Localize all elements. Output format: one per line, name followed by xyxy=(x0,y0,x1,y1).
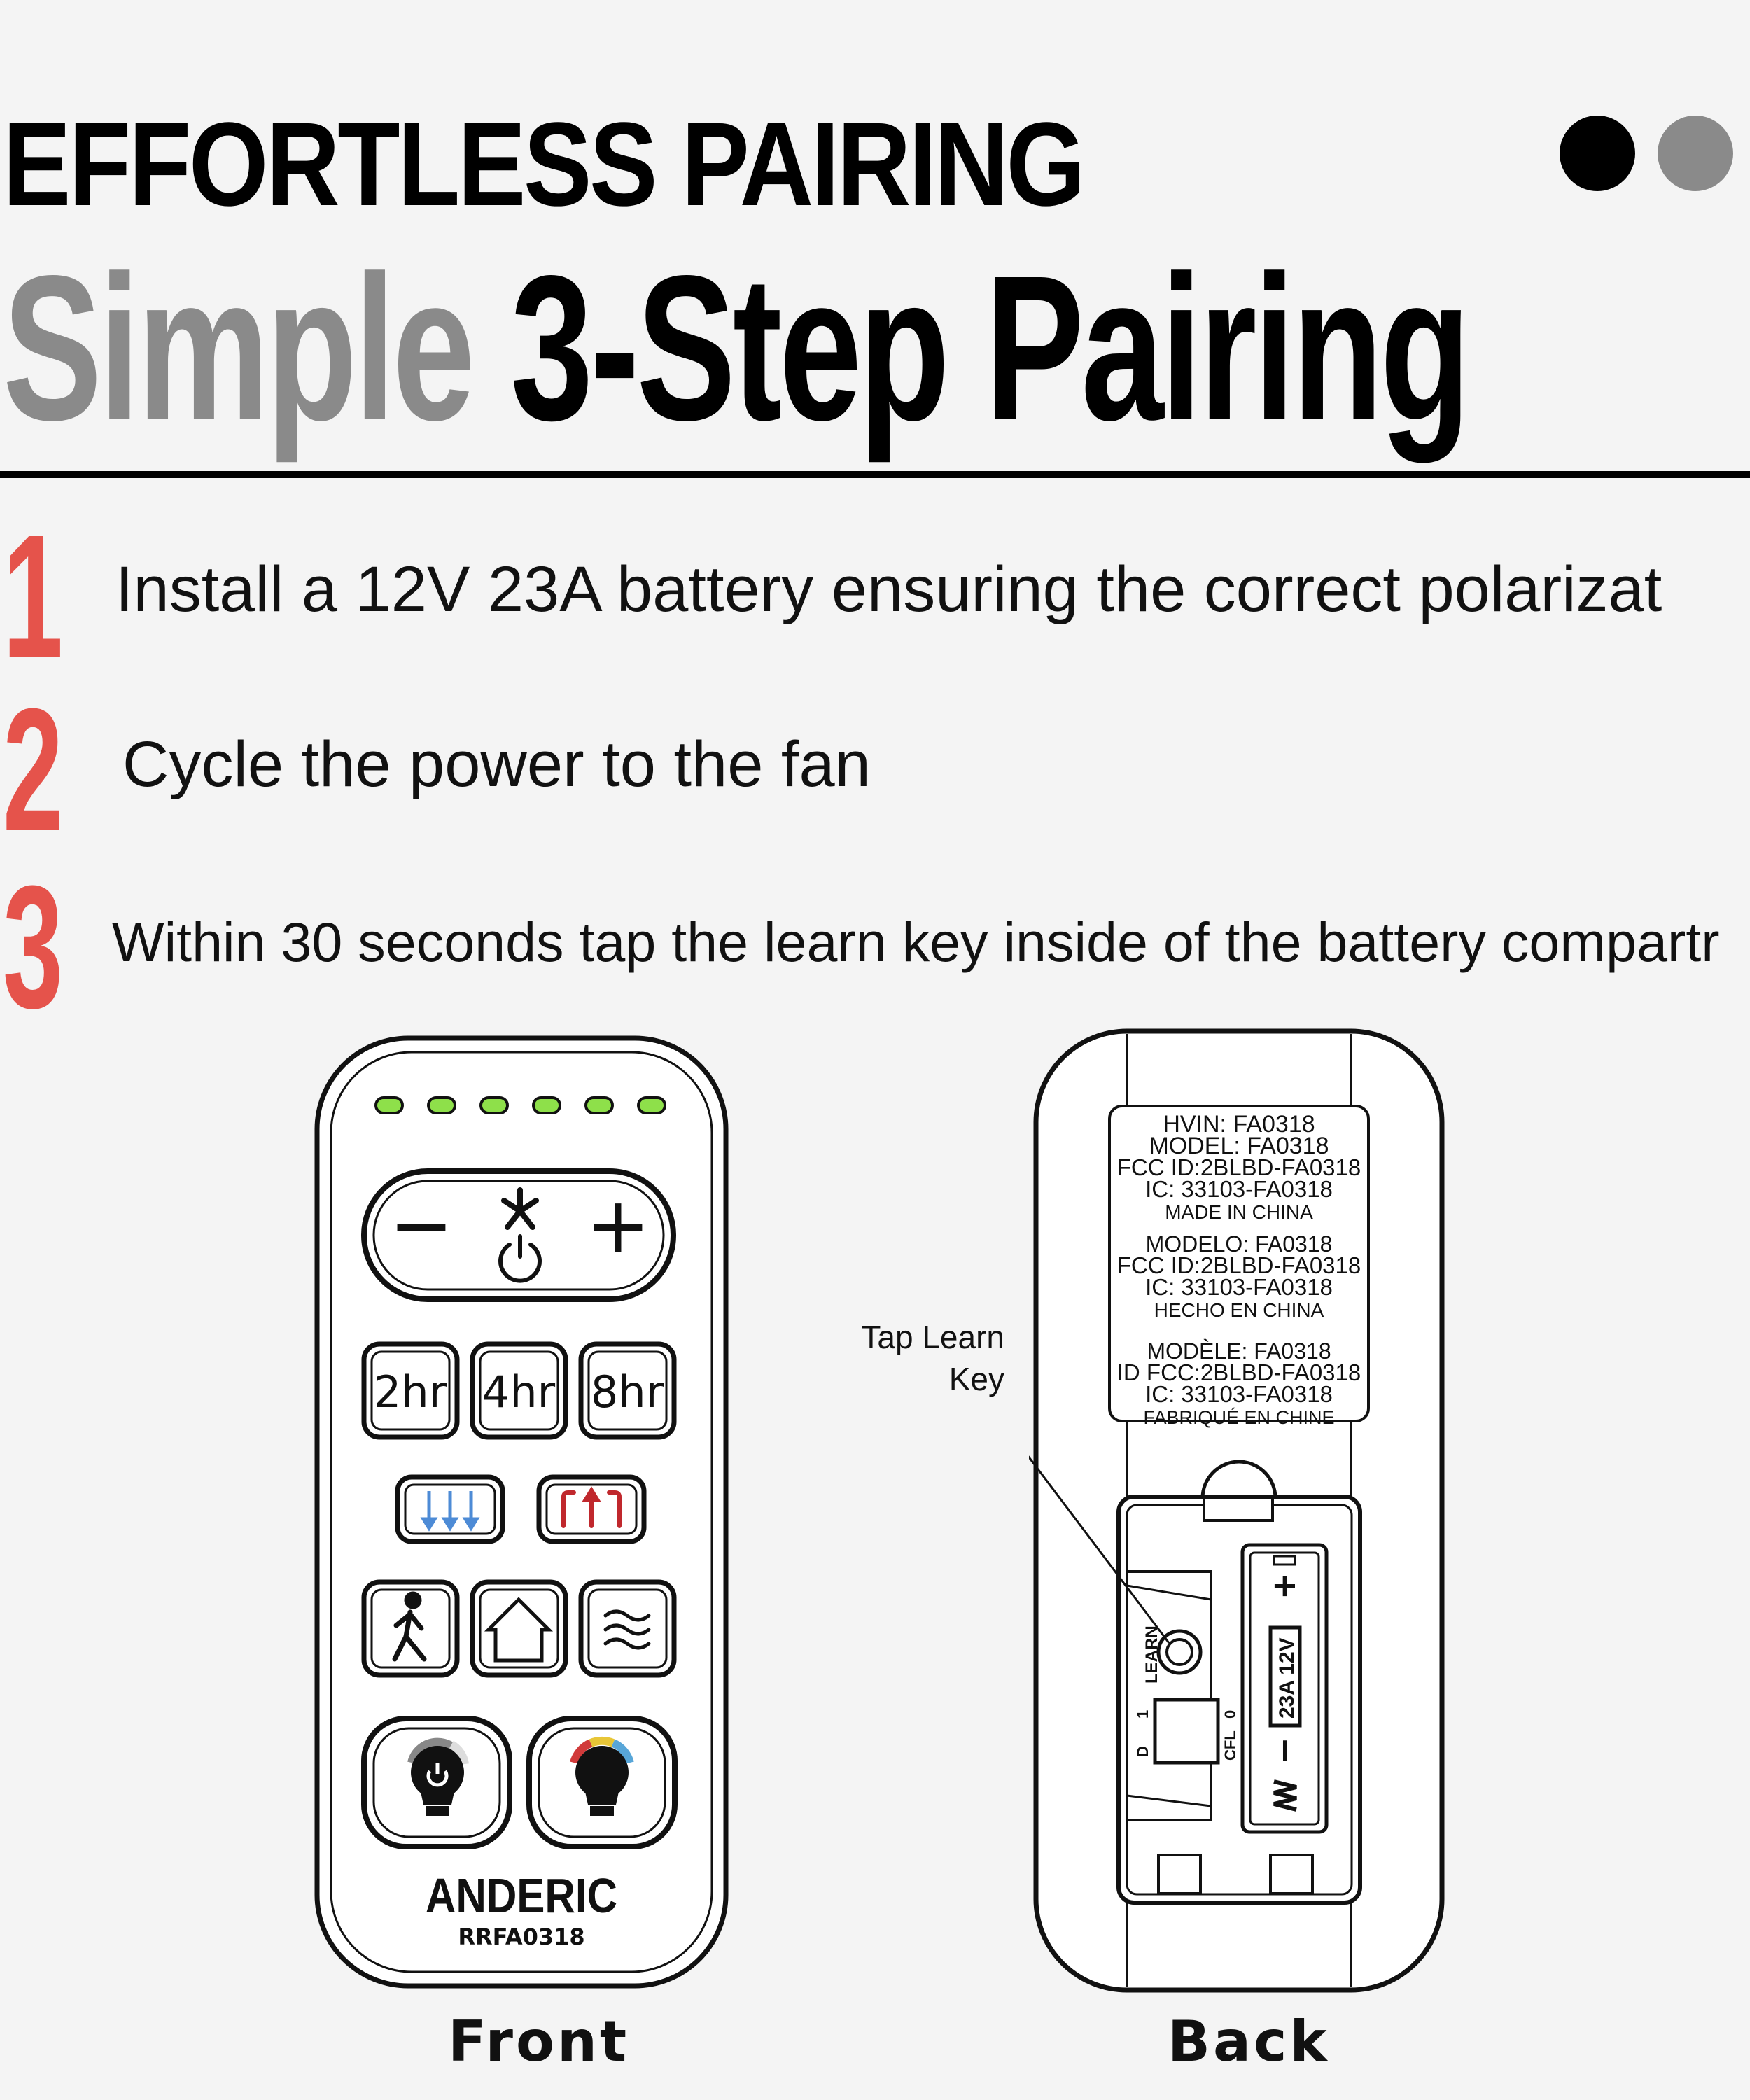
label-ic: IC: 33103-FA0318 xyxy=(1145,1176,1333,1202)
svg-text:0: 0 xyxy=(1222,1710,1239,1718)
led-indicator xyxy=(532,1096,561,1114)
step-3-number: 3 xyxy=(3,849,64,1044)
model-number: RRFA0318 xyxy=(458,1924,584,1950)
tap-learn-callout: Tap Learn Key xyxy=(861,1319,1004,1397)
step-1-number: 1 xyxy=(3,498,64,694)
updraft-button[interactable] xyxy=(536,1474,647,1544)
light-color-icon xyxy=(570,1736,634,1816)
page-title: Simple 3-Step Pairing xyxy=(3,245,1471,451)
front-caption: Front xyxy=(448,2009,630,2074)
home-icon xyxy=(484,1597,554,1662)
svg-text:+: + xyxy=(1265,1572,1303,1600)
light-color-button[interactable] xyxy=(526,1716,678,1849)
label-fcc: FCC ID:2BLBD-FA0318 xyxy=(1117,1154,1361,1180)
led-indicator xyxy=(374,1096,404,1114)
headline-gray: Simple xyxy=(3,232,475,463)
power-icon xyxy=(498,1234,542,1283)
svg-text:−: − xyxy=(1265,1737,1303,1764)
eyebrow-title: EFFORTLESS PAIRING xyxy=(3,98,1086,231)
label-origin: MADE IN CHINA xyxy=(1165,1201,1313,1223)
pager-dot-inactive[interactable] xyxy=(1658,115,1733,191)
pager-dot-active[interactable] xyxy=(1560,115,1635,191)
battery-label: 23A 12V xyxy=(1275,1637,1298,1718)
timer-4hr-label: 4hr xyxy=(482,1366,556,1418)
label-fcc-es: FCC ID:2BLBD-FA0318 xyxy=(1117,1252,1361,1278)
label-ic-es: IC: 33103-FA0318 xyxy=(1145,1274,1333,1300)
svg-text:CFL: CFL xyxy=(1222,1730,1239,1760)
brand-logo: ANDERIC xyxy=(426,1868,617,1923)
downdraft-icon xyxy=(420,1491,480,1532)
walk-mode-button xyxy=(361,1579,460,1678)
label-ic-fr: IC: 33103-FA0318 xyxy=(1145,1381,1333,1407)
breeze-icon xyxy=(603,1609,651,1650)
step-2-number: 2 xyxy=(3,672,64,867)
step-1-text: Install a 12V 23A battery ensuring the c… xyxy=(115,554,1662,625)
cover-tab xyxy=(1200,1460,1278,1499)
timer-2hr-button xyxy=(361,1341,460,1440)
callout-line xyxy=(1029,1455,1170,1644)
back-remote: HVIN: FA0318 MODEL: FA0318 FCC ID:2BLBD-… xyxy=(1029,1028,1445,1993)
step-3-text: Within 30 seconds tap the learn key insi… xyxy=(112,911,1720,973)
speed-minus-label: − xyxy=(389,1180,454,1270)
svg-text:D: D xyxy=(1134,1746,1152,1757)
step-2-text: Cycle the power to the fan xyxy=(122,729,871,800)
timer-2hr-label: 2hr xyxy=(374,1366,447,1418)
light-power-button[interactable] xyxy=(361,1716,512,1849)
led-indicator xyxy=(479,1096,509,1114)
label-modele: MODÈLE: FA0318 xyxy=(1147,1338,1331,1364)
svg-text:1: 1 xyxy=(1134,1710,1152,1718)
timer-8hr-button xyxy=(578,1341,677,1440)
label-fcc-fr: ID FCC:2BLBD-FA0318 xyxy=(1117,1359,1361,1385)
front-remote: − + 2hr 4hr 8hr xyxy=(314,1035,729,1989)
timer-8hr-label: 8hr xyxy=(591,1366,664,1418)
label-origin-es: HECHO EN CHINA xyxy=(1154,1299,1324,1321)
label-modelo: MODELO: FA0318 xyxy=(1146,1231,1333,1256)
label-origin-fr: FABRIQUÉ EN CHINE xyxy=(1143,1407,1334,1428)
battery-spring xyxy=(1273,1779,1297,1812)
led-indicator xyxy=(427,1096,456,1114)
light-power-icon xyxy=(407,1737,469,1816)
headline-black: 3-Step Pairing xyxy=(510,232,1471,463)
fan-icon xyxy=(501,1187,539,1230)
regulatory-label xyxy=(1108,1105,1370,1422)
led-indicator xyxy=(637,1096,666,1114)
label-model: MODEL: FA0318 xyxy=(1149,1133,1329,1159)
speed-plus-label: + xyxy=(586,1180,650,1270)
divider xyxy=(0,471,1750,478)
updraft-icon xyxy=(561,1486,622,1528)
led-indicator xyxy=(584,1096,614,1114)
downdraft-button[interactable] xyxy=(395,1474,505,1544)
learn-label: LEARN xyxy=(1142,1625,1161,1684)
timer-4hr-button xyxy=(470,1341,568,1440)
back-caption: Back xyxy=(1168,2009,1330,2074)
battery xyxy=(1268,1625,1302,1728)
walk-icon xyxy=(392,1591,427,1662)
label-hvin: HVIN: FA0318 xyxy=(1163,1111,1315,1138)
learn-key[interactable] xyxy=(1156,1629,1203,1675)
dip-switch[interactable] xyxy=(1153,1698,1220,1765)
